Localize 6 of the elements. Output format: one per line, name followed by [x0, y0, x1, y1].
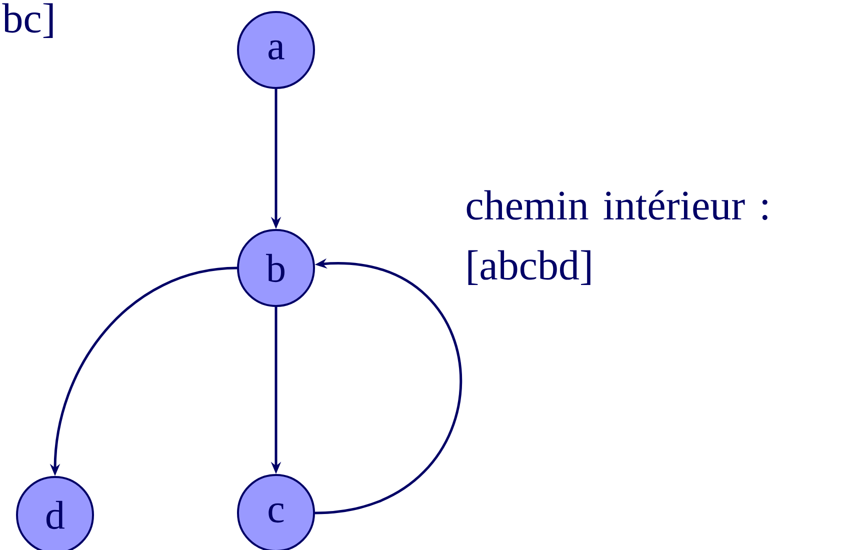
caption-text: bc]	[2, 3, 53, 38]
caption-text: chemin intérieur : [abcbd]	[466, 190, 768, 286]
graph-vertex: d	[16, 476, 94, 550]
graph-vertex: c	[237, 474, 315, 550]
graph-vertex: a	[237, 11, 315, 89]
graph-vertex: b	[237, 229, 315, 307]
